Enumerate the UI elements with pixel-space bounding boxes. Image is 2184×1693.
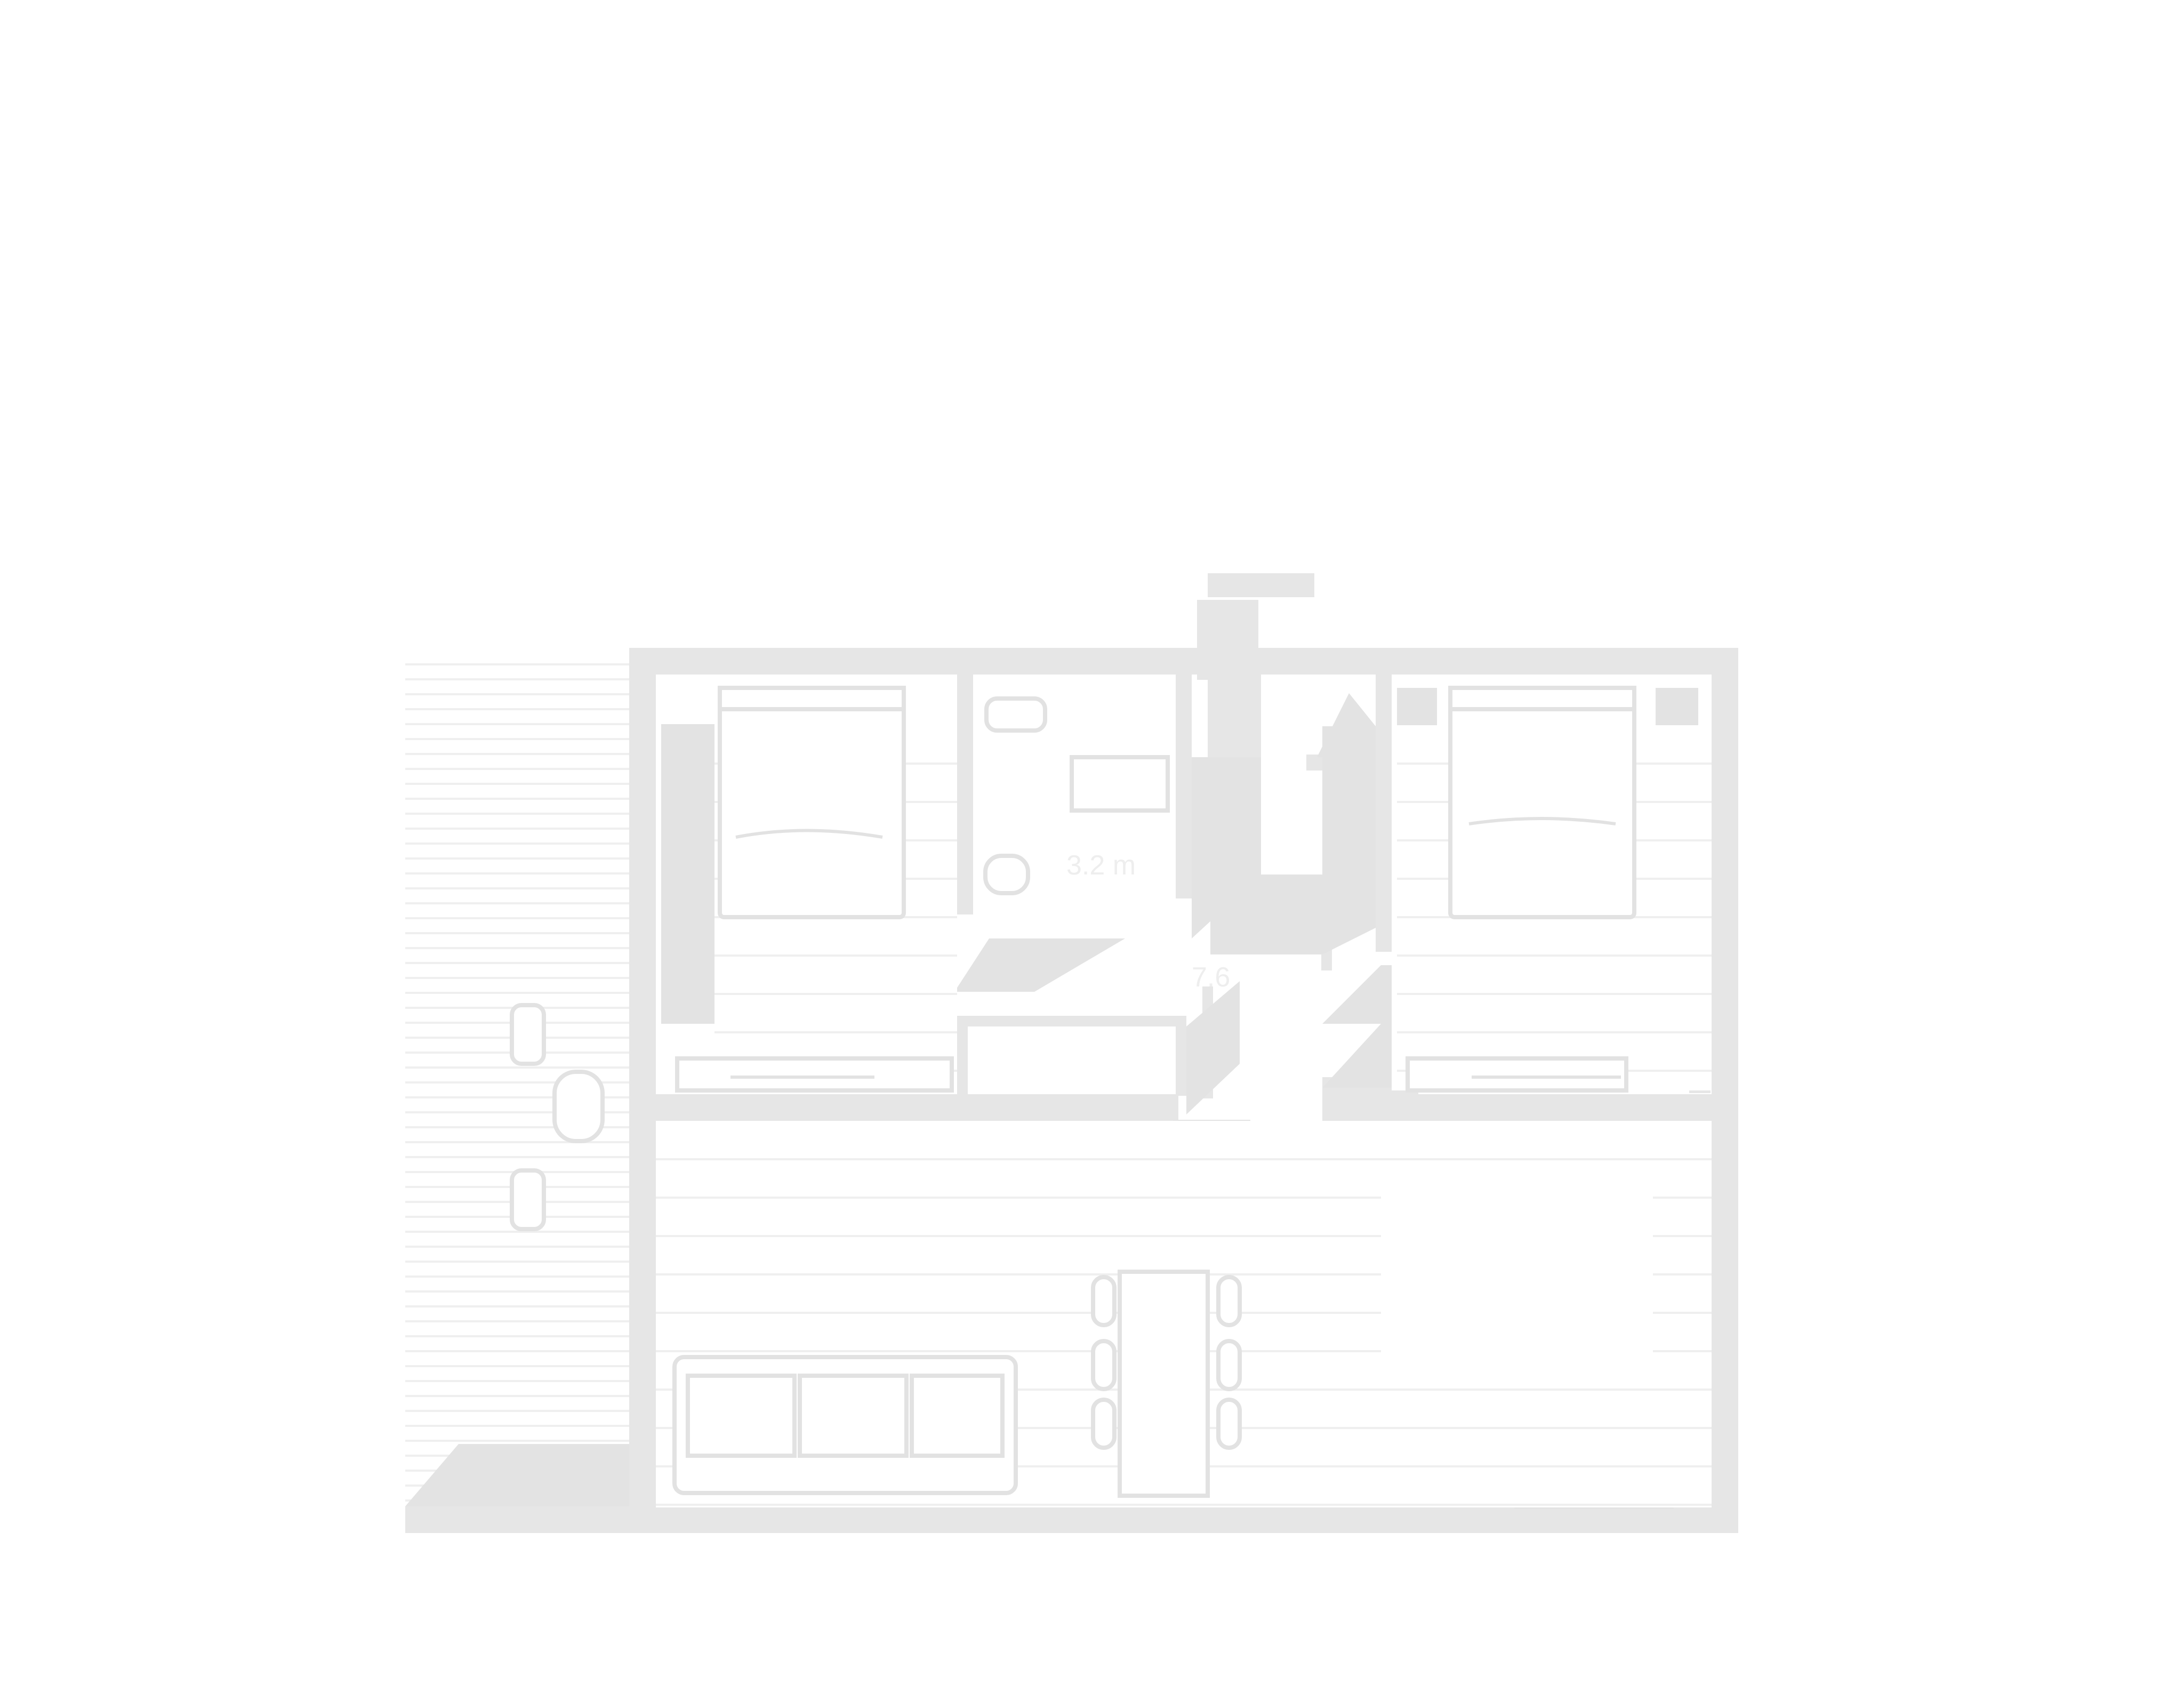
bathroom: 3.2 m [973,675,1176,914]
shower-tray [1070,755,1170,813]
hallway-area-label: 7.6 [1192,962,1230,993]
toilet [983,854,1030,895]
kitchen-counter [1381,1194,1653,1370]
bedroom-left [656,675,957,1093]
washbasin [984,696,1047,733]
dining-table [1091,1270,1242,1498]
sofa [672,1355,1018,1495]
living-room [656,1121,1712,1507]
bathroom-area-label: 3.2 m [1066,850,1136,881]
double-bed [718,686,906,919]
wardrobe [1406,1056,1628,1093]
entrance-block [1208,573,1365,648]
terrace-chairs [510,1003,605,1231]
double-bed [1448,686,1636,919]
wardrobe [675,1056,954,1093]
bedroom-right [1392,675,1712,1093]
